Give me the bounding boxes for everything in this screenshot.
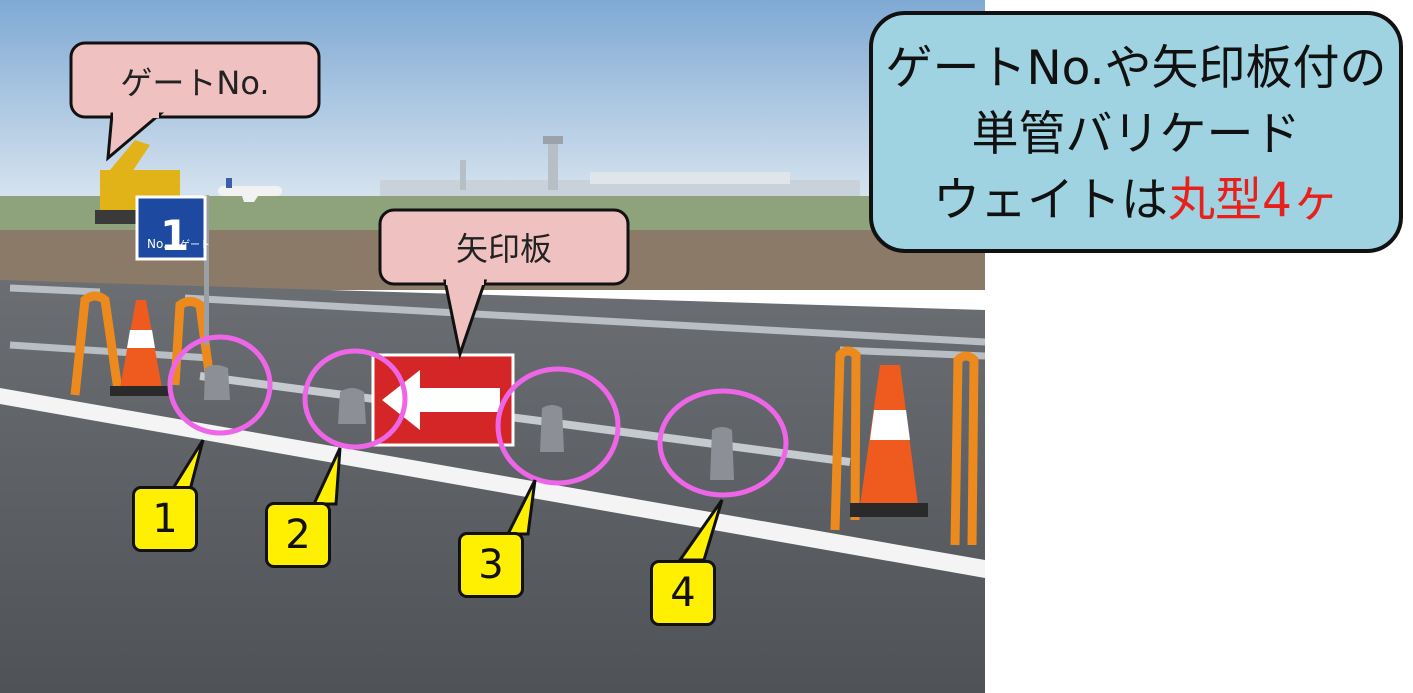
weight-2 xyxy=(338,388,366,424)
traffic-cone-right xyxy=(850,365,928,517)
airport-terminal xyxy=(380,136,860,196)
marker-1: 1 xyxy=(132,486,198,552)
callout-gate-number: ゲートNo. xyxy=(69,41,321,162)
info-line-3-prefix: ウェイトは xyxy=(933,173,1169,228)
marker-4: 4 xyxy=(650,560,716,626)
front-pipe xyxy=(199,372,851,466)
highlight-circle-3 xyxy=(495,366,621,486)
info-line-2: 単管バリケード xyxy=(971,107,1301,162)
info-box-text: ゲートNo.や矢印板付の 単管バリケード ウェイトは丸型4ヶ xyxy=(868,36,1404,234)
road-line xyxy=(0,388,985,578)
weights xyxy=(204,365,734,480)
airplane xyxy=(218,178,282,202)
highlight-circle-4 xyxy=(657,388,789,498)
weight-1 xyxy=(204,365,230,400)
marker-3: 3 xyxy=(458,532,524,598)
barricade-photo: No. 1 ゲート xyxy=(0,0,985,693)
info-line-1: ゲートNo.や矢印板付の xyxy=(885,41,1387,96)
arrow-left-icon xyxy=(382,370,500,430)
weight-3 xyxy=(540,405,564,452)
marker-2: 2 xyxy=(265,502,331,568)
highlight-circle-2 xyxy=(302,348,408,450)
sign-no-text: No. xyxy=(147,237,167,251)
info-line-3-highlight: 丸型4ヶ xyxy=(1168,173,1339,228)
info-box-bg xyxy=(869,11,1403,253)
sign-gate-text: ゲート xyxy=(180,239,210,251)
traffic-cone-left xyxy=(110,300,172,396)
highlight-circle-1 xyxy=(167,334,273,436)
gate-sign: No. 1 ゲート xyxy=(135,195,210,345)
photo-scene: No. 1 ゲート xyxy=(0,0,985,693)
callout-arrow-board-text: 矢印板 xyxy=(456,230,552,268)
orange-barricades xyxy=(70,291,979,546)
sign-number: 1 xyxy=(160,211,189,260)
callout-gate-number-text: ゲートNo. xyxy=(120,64,269,102)
callout-arrow-board: 矢印板 xyxy=(378,208,630,360)
highlight-circles xyxy=(167,334,789,498)
info-box: ゲートNo.や矢印板付の 単管バリケード ウェイトは丸型4ヶ xyxy=(868,10,1404,254)
weight-4 xyxy=(710,427,734,480)
info-line-3: ウェイトは丸型4ヶ xyxy=(868,168,1404,234)
